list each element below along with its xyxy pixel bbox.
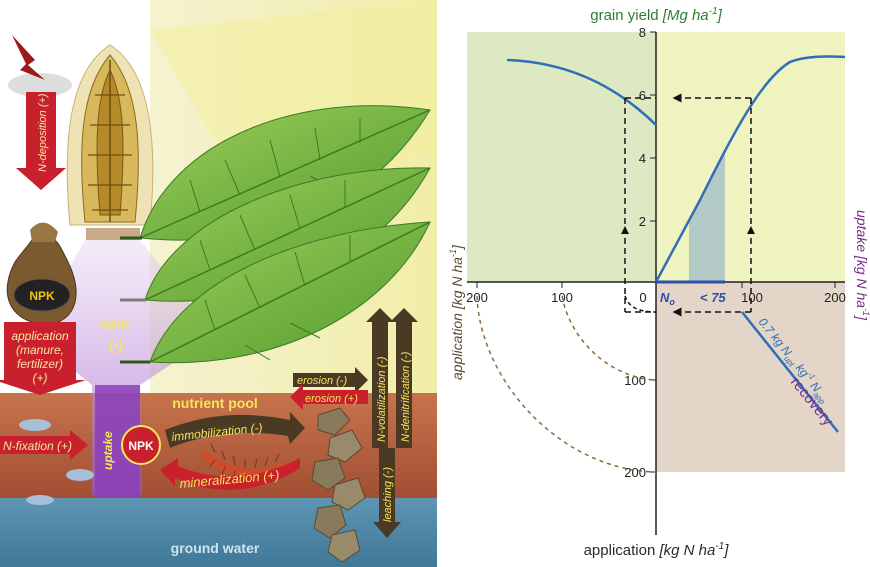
n-fixation-arrow: N-fixation (+) <box>0 419 94 505</box>
chart-title: grain yield [Mg ha-1] <box>590 6 722 24</box>
arrow-up-right <box>747 226 755 234</box>
application-label-4: (+) <box>33 371 48 385</box>
yield-tick-4: 4 <box>639 151 646 166</box>
leaching-label: leaching (-) <box>382 467 394 522</box>
erosion-minus-label: erosion (-) <box>297 375 347 387</box>
application-tick-0: 0 <box>639 290 646 305</box>
lower-tick-100: 100 <box>624 373 646 388</box>
n-denitrification-arrow: N-denitrification (-) <box>390 308 418 448</box>
right-diagram: 8 6 4 2 200 100 0 100 200 100 200 <box>448 6 870 559</box>
arc-small <box>624 295 657 313</box>
n-volatilization-label: N-volatilization (-) <box>376 356 388 442</box>
n-denitrification-label: N-denitrification (-) <box>400 351 412 442</box>
leaves <box>120 105 431 364</box>
application-label-2: (manure, <box>16 343 64 357</box>
application-label-3: fertilizer) <box>17 357 63 371</box>
soil-rocks <box>311 407 366 563</box>
yield-ticks: 8 6 4 2 <box>639 25 656 229</box>
bottom-axis-title: application [kg N ha-1] <box>584 541 730 559</box>
yield-curve-right <box>654 55 846 283</box>
npk-circle-label: NPK <box>128 439 154 453</box>
quadrant-top-right <box>656 32 845 282</box>
arrow-up-left <box>621 226 629 234</box>
wheat-ear-icon <box>66 44 154 226</box>
npk-center-label: NPK <box>101 317 131 333</box>
application-arrow: application (manure, fertilizer) (+) <box>0 322 86 395</box>
ground-water-label: ground water <box>171 540 260 556</box>
yield-curve-left <box>506 58 657 126</box>
yield-tick-6: 6 <box>639 88 646 103</box>
n-deposition-arrow: N-deposition (+) <box>16 92 66 190</box>
nutrient-pool-label: nutrient pool <box>172 395 258 411</box>
application-label-1: application <box>11 329 69 343</box>
groundwater-layer <box>0 498 437 567</box>
recovery-line <box>741 311 839 433</box>
yield-tick-2: 2 <box>639 214 646 229</box>
n-fixation-label: N-fixation (+) <box>3 439 72 453</box>
arc-outer <box>476 295 657 473</box>
dashed-guides <box>624 93 752 317</box>
left-axis-title: application [kg N ha-1] <box>448 244 465 380</box>
erosion-plus-arrow: erosion (+) <box>290 384 368 410</box>
uptake-tick-200: 200 <box>824 290 846 305</box>
mineralization-arrow: mineralization (+) <box>160 458 300 491</box>
npk-center-sign: (-) <box>109 337 123 353</box>
bag-label: NPK <box>29 289 55 303</box>
yield-tick-8: 8 <box>639 25 646 40</box>
lt75-label: < 75 <box>700 290 726 305</box>
uptake-label: uptake <box>101 431 115 470</box>
uptake-tick-100: 100 <box>741 290 763 305</box>
n-volatilization-arrow: N-volatilization (-) <box>366 308 394 448</box>
fertilizer-bag-icon: NPK <box>6 222 77 326</box>
npk-circle <box>121 425 161 465</box>
uptake-band <box>689 148 725 282</box>
quadrant-bottom-right <box>656 282 845 472</box>
left-illustration: N-deposition (+) NPK application (manure… <box>0 0 437 567</box>
right-axis-title: uptake [kg N ha-1] <box>854 210 870 321</box>
erosion-minus-arrow: erosion (-) <box>293 367 368 393</box>
n0-label: No <box>660 290 675 307</box>
lower-application-ticks: 100 200 <box>624 373 656 480</box>
leaching-arrow: leaching (-) <box>373 448 401 538</box>
lower-tick-200: 200 <box>624 465 646 480</box>
erosion-plus-label: erosion (+) <box>305 393 358 405</box>
uptake-beam <box>30 240 215 495</box>
arc-inner <box>561 295 657 381</box>
n-deposition-label: N-deposition (+) <box>37 93 49 172</box>
lightning-icon <box>8 35 72 97</box>
